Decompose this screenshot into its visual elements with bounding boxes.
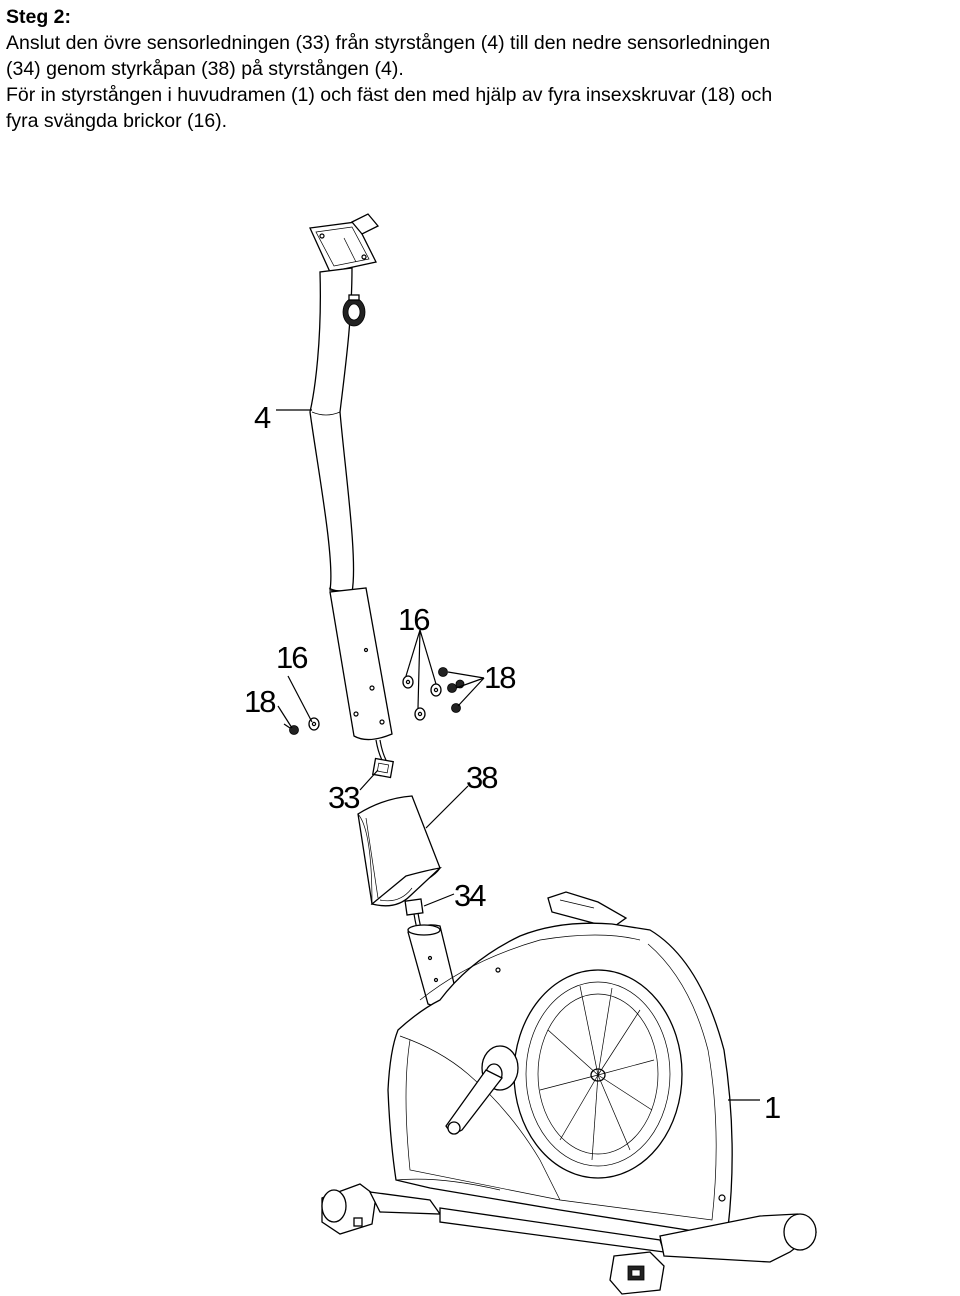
instruction-line-4: fyra svängda brickor (16). [6, 110, 228, 132]
leader-lines [276, 409, 760, 1101]
upper-sensor-wire [371, 739, 395, 779]
instruction-line-1: Anslut den övre sensorledningen (33) frå… [6, 32, 771, 54]
callout-18-left: 18 [244, 684, 275, 719]
main-frame [321, 891, 817, 1295]
step-title: Steg 2: [6, 6, 72, 28]
callout-38: 38 [466, 760, 497, 795]
callout-18-right: 18 [484, 660, 515, 695]
handlebar-post [309, 213, 393, 741]
instruction-text: Steg 2: Anslut den övre sensorledningen … [6, 4, 956, 134]
handlebar-cover [357, 795, 443, 907]
callout-labels: 4 16 18 16 18 33 38 34 1 [244, 400, 782, 1125]
callout-16-left: 16 [276, 640, 307, 675]
callout-34: 34 [454, 878, 486, 913]
instruction-line-2: (34) genom styrkåpan (38) på styrstången… [6, 58, 404, 80]
instruction-line-3: För in styrstången i huvudramen (1) och … [6, 84, 773, 106]
callout-4: 4 [254, 400, 271, 435]
callout-16-right: 16 [398, 602, 429, 637]
callout-33: 33 [328, 780, 359, 815]
callout-1: 1 [764, 1090, 780, 1125]
